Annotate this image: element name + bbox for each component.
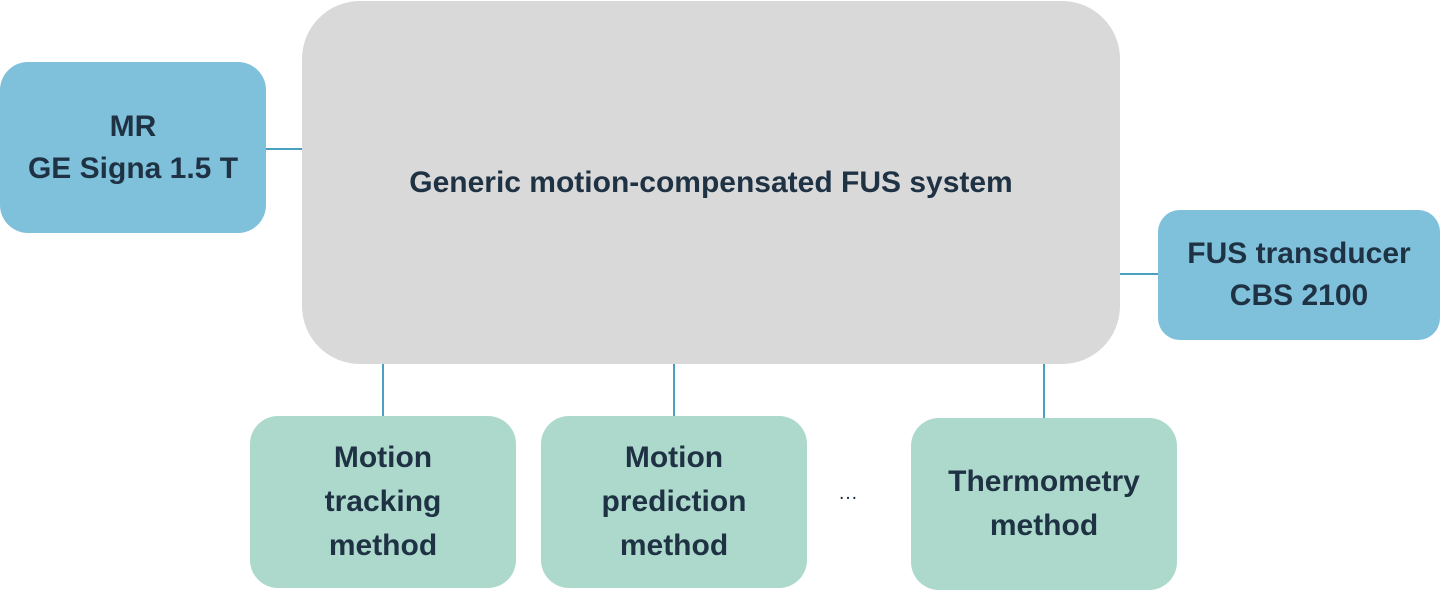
motion-prediction-method-box: Motion prediction method — [541, 416, 807, 588]
fus-transducer-box: FUS transducer CBS 2100 — [1158, 210, 1440, 340]
motion-tracking-method-box: Motion tracking method — [250, 416, 516, 588]
thermometry-method-box: Thermometry method — [911, 418, 1177, 590]
more-methods-ellipsis: … — [838, 482, 858, 504]
core-system-box: Generic motion-compensated FUS system — [302, 1, 1120, 364]
mr-scanner-box: MR GE Signa 1.5 T — [0, 62, 266, 233]
